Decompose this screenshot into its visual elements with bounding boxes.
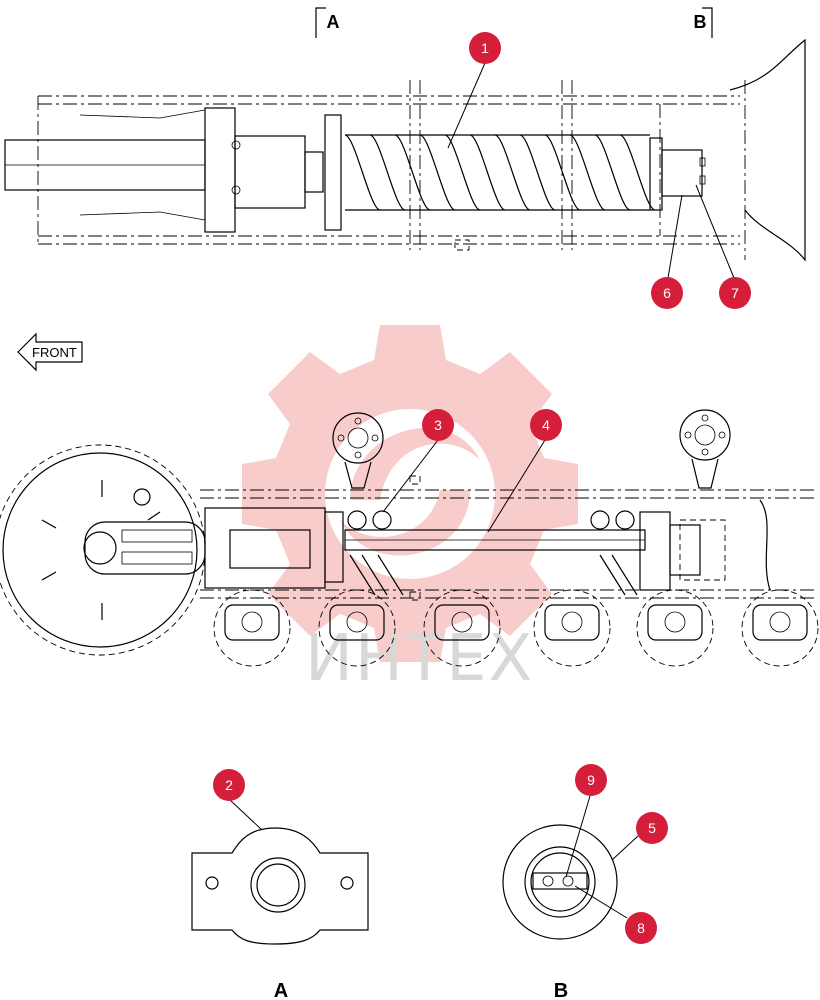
section-marker-b: B [694,7,713,38]
callout-9-label: 9 [587,772,595,788]
callout-6-label: 6 [663,285,671,301]
top-view: A B [4,7,806,262]
callout-8: 8 [625,912,657,944]
carrier-roller-rear [679,409,731,489]
recoil-spring-top [344,134,656,211]
front-direction-arrow: FRONT [17,332,83,372]
leader-lines [229,62,735,919]
side-view [0,409,819,667]
callout-1: 1 [469,32,501,64]
callout-9: 9 [575,764,607,796]
section-marker-b-label: B [694,12,707,32]
carrier-roller-front [332,412,384,489]
view-label-a: A [274,980,288,1000]
callout-1-label: 1 [481,40,489,56]
callout-4-label: 4 [542,417,550,433]
watermark-logo [242,325,578,662]
callout-5: 5 [636,812,668,844]
detail-view-a: A [191,827,369,1000]
callout-7: 7 [719,277,751,309]
front-arrow-label: FRONT [32,345,77,360]
callout-7-label: 7 [731,285,739,301]
callout-6: 6 [651,277,683,309]
view-label-b: B [554,980,568,1000]
callout-4: 4 [530,409,562,441]
watermark-text: ИНТЕХ [305,622,534,696]
callout-2: 2 [213,769,245,801]
recoil-spring-side [347,510,638,596]
idler-wheel [0,444,206,656]
callout-2-label: 2 [225,777,233,793]
section-marker-a-label: A [327,12,340,32]
callout-5-label: 5 [648,820,656,836]
tension-rod [344,529,646,551]
callout-3-label: 3 [434,417,442,433]
callout-8-label: 8 [637,920,645,936]
section-marker-a: A [315,7,340,38]
callout-3: 3 [422,409,454,441]
track-rollers [213,589,819,667]
detail-view-b: B [502,824,618,1000]
